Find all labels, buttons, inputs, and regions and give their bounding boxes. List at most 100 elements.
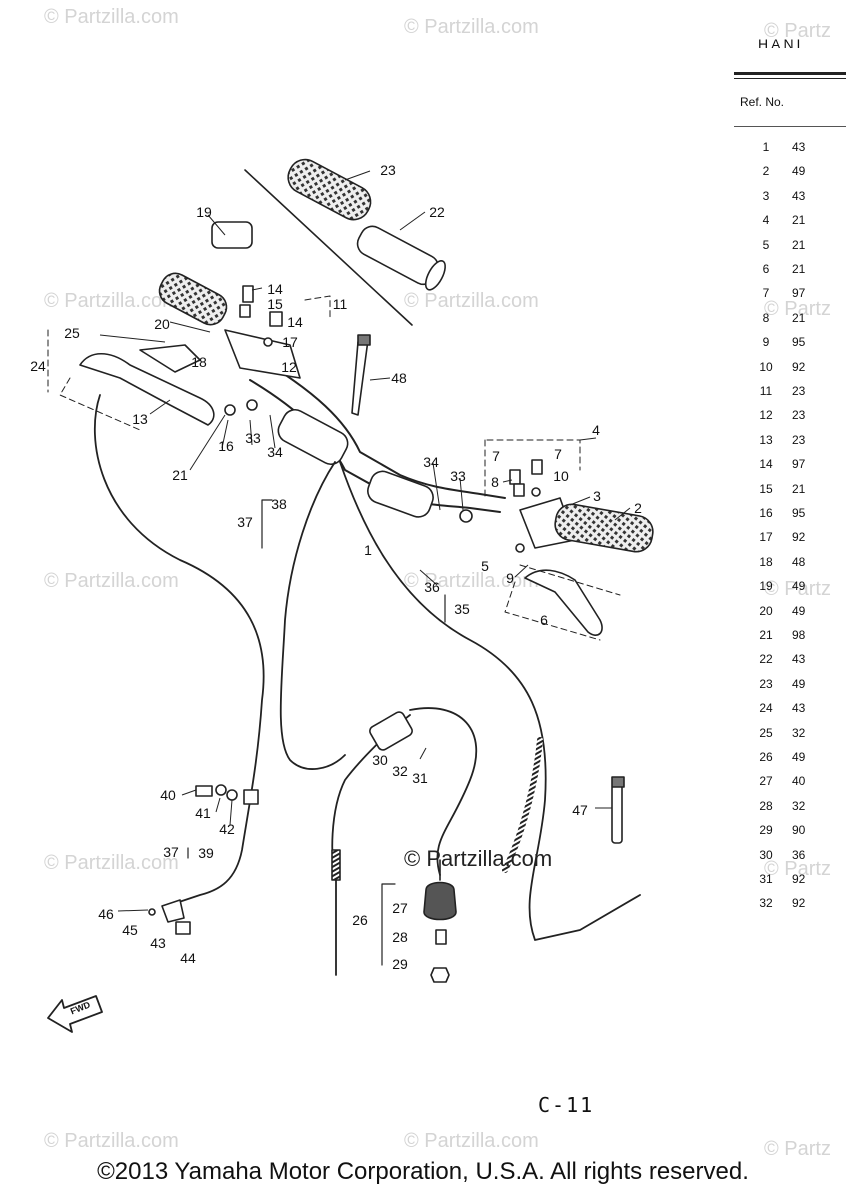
- table-rule: [734, 72, 846, 75]
- callout-label: 39: [198, 845, 214, 861]
- table-row: 10 92: [740, 360, 846, 384]
- part-number-fragment: 92: [792, 359, 806, 374]
- ref-number: 9: [762, 335, 770, 350]
- callout-label: 14: [267, 281, 283, 297]
- center-watermark: © Partzilla.com: [404, 846, 553, 871]
- ref-number: 28: [759, 798, 773, 813]
- callout-label: 19: [196, 204, 212, 220]
- callout-label: 27: [392, 900, 408, 916]
- part-number-fragment: 21: [792, 213, 806, 228]
- watermark: © Partzilla.com: [44, 1130, 179, 1152]
- ref-number: 27: [759, 774, 773, 789]
- part-number-fragment: 43: [792, 652, 806, 667]
- clutch-cable: [93, 394, 265, 906]
- callout-label: 48: [391, 370, 407, 386]
- watermark: © Partzilla.com: [44, 6, 179, 28]
- callout-label: 47: [572, 802, 588, 818]
- watermark: © Partzilla.com: [404, 1130, 539, 1152]
- dust-boot-27: [423, 881, 457, 921]
- ref-number: 2: [762, 164, 770, 179]
- part-number-fragment: 48: [792, 554, 806, 569]
- brake-cable: [339, 461, 641, 941]
- ref-number: 15: [759, 481, 773, 496]
- ref-number: 10: [759, 359, 773, 374]
- ref-number: 1: [762, 140, 770, 154]
- callout-label: 18: [191, 354, 207, 370]
- callout-label: 34: [423, 454, 439, 470]
- ref-number: 12: [759, 408, 773, 423]
- ref-no-header: Ref. No.: [740, 95, 785, 109]
- fwd-arrow: [47, 995, 103, 1033]
- callout-label: 10: [553, 468, 569, 484]
- ref-number: 26: [759, 750, 773, 764]
- callout-label: 28: [392, 929, 408, 945]
- callout-label: 6: [540, 612, 548, 628]
- callout-label: 25: [64, 325, 80, 341]
- part-number-fragment: 97: [792, 286, 806, 301]
- callout-label: 33: [245, 430, 261, 446]
- junction-block-30: [369, 711, 413, 751]
- part-number-fragment: 92: [792, 896, 806, 911]
- callout-label: 34: [267, 444, 283, 460]
- callout-label: 20: [154, 316, 170, 332]
- grip-axis-line: [244, 169, 413, 326]
- callout-label: 4: [592, 422, 600, 438]
- ref-number: 11: [759, 384, 773, 398]
- copyright-notice: ©2013 Yamaha Motor Corporation, U.S.A. A…: [97, 1158, 749, 1185]
- ref-number: 30: [759, 847, 773, 862]
- ref-number: 31: [759, 872, 773, 886]
- callout-label: 44: [180, 950, 196, 966]
- junction-cable: [409, 707, 478, 876]
- part-number-fragment: 21: [792, 310, 806, 325]
- ref-number: 23: [759, 676, 773, 691]
- callout-label: 17: [282, 334, 298, 350]
- ref-number: 13: [759, 432, 773, 447]
- part-number-fragment: 21: [792, 481, 806, 496]
- table-title-fragment: HANI: [758, 36, 804, 48]
- part-number-fragment: 21: [792, 262, 806, 276]
- callout-label: 12: [281, 359, 297, 375]
- ref-number: 20: [759, 603, 773, 618]
- callout-label: 38: [271, 496, 287, 512]
- watermark: © Partzilla.com: [44, 290, 179, 312]
- ref-number: 18: [759, 554, 773, 569]
- part-number-fragment: 92: [792, 530, 806, 545]
- watermark: © Partzilla.com: [404, 16, 539, 38]
- callout-label: 8: [491, 474, 499, 490]
- callout-label: 37: [237, 514, 253, 530]
- callout-label: 15: [267, 296, 283, 312]
- left-clutch-lever: [79, 352, 215, 426]
- part-number-fragment: 95: [792, 335, 806, 350]
- table-row: 30 36: [740, 848, 846, 872]
- part-number-fragment: 32: [792, 798, 806, 813]
- watermark: © Partz: [764, 298, 831, 320]
- watermark: © Partzilla.com: [404, 570, 539, 592]
- callout-label: 40: [160, 787, 176, 803]
- part-number-fragment: 36: [792, 847, 806, 862]
- callout-label: 32: [392, 763, 408, 779]
- ref-number: 4: [762, 213, 770, 228]
- callout-label: 1: [364, 542, 372, 558]
- watermark: © Partzilla.com: [404, 290, 539, 312]
- callout-label: 5: [481, 558, 489, 574]
- table-row: 4 21: [740, 213, 846, 237]
- callout-label: 36: [424, 579, 440, 595]
- part-number-fragment: 43: [792, 701, 806, 716]
- callout-label: 29: [392, 956, 408, 972]
- callout-label: 41: [195, 805, 211, 821]
- callout-label: 33: [450, 468, 466, 484]
